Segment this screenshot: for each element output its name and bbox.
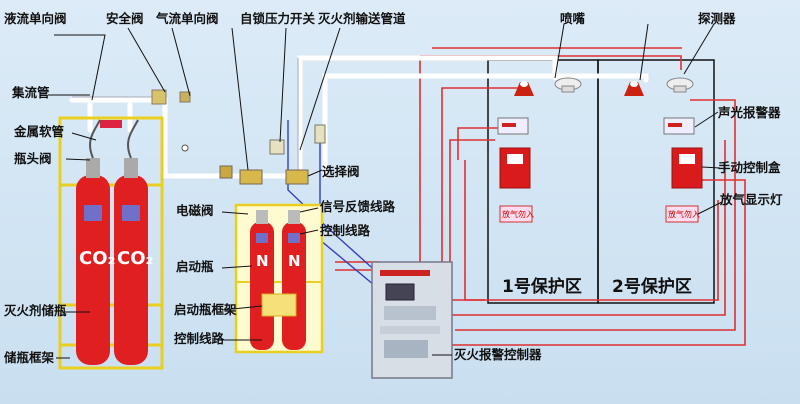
- label-solenoid-valve: 电磁阀: [176, 203, 214, 218]
- label-starter-frame: 启动瓶框架: [174, 302, 237, 317]
- label-metal-hose: 金属软管: [14, 124, 65, 139]
- label-gas-check-valve: 气流单向阀: [156, 11, 219, 26]
- label-detector: 探测器: [698, 11, 736, 26]
- label-control-line-2: 控制线路: [174, 331, 225, 346]
- signal-wiring: [335, 47, 746, 346]
- co2-mark-right: CO₂: [117, 248, 154, 269]
- label-pipeline: 灭火剂输送管道: [318, 11, 406, 26]
- label-safety-valve: 安全阀: [106, 11, 144, 26]
- zone-2-title: 2号保护区: [612, 277, 692, 297]
- co2-bottles: [76, 119, 148, 365]
- label-alarm-controller: 灭火报警控制器: [454, 347, 542, 362]
- protection-zone-2: [597, 59, 715, 304]
- starter-frame: [234, 203, 324, 354]
- label-nozzle: 喷嘴: [560, 11, 586, 26]
- label-liquid-check-valve: 液流单向阀: [4, 11, 67, 26]
- label-discharge-lamp: 放气显示灯: [720, 192, 783, 207]
- discharge-lamp-text-zone2: 放气勿入: [668, 210, 700, 219]
- label-selector-valve: 选择阀: [322, 164, 360, 179]
- co2-mark-left: CO₂: [79, 248, 116, 269]
- label-audible-alarm: 声光报警器: [718, 105, 781, 120]
- n2-mark-right: N: [288, 252, 301, 270]
- label-starter-bottle: 启动瓶: [176, 259, 214, 274]
- label-agent-bottle: 灭火剂储瓶: [4, 303, 67, 318]
- label-manual-box: 手动控制盒: [718, 160, 781, 175]
- zone-1-title: 1号保护区: [502, 277, 582, 297]
- label-storage-frame: 储瓶框架: [4, 350, 55, 365]
- leader-lines: [48, 23, 723, 359]
- discharge-lamp-text-zone1: 放气勿入: [502, 210, 534, 219]
- label-feedback-line: 信号反馈线路: [320, 199, 396, 214]
- label-pressure-switch: 自锁压力开关: [240, 11, 316, 26]
- valves: [151, 89, 326, 185]
- zone-devices: [497, 77, 703, 223]
- label-manifold: 集流管: [12, 85, 50, 100]
- label-control-line-1: 控制线路: [320, 223, 371, 238]
- label-bottle-valve: 瓶头阀: [14, 151, 52, 166]
- n2-mark-left: N: [256, 252, 269, 270]
- alarm-controller-unit: [371, 261, 453, 379]
